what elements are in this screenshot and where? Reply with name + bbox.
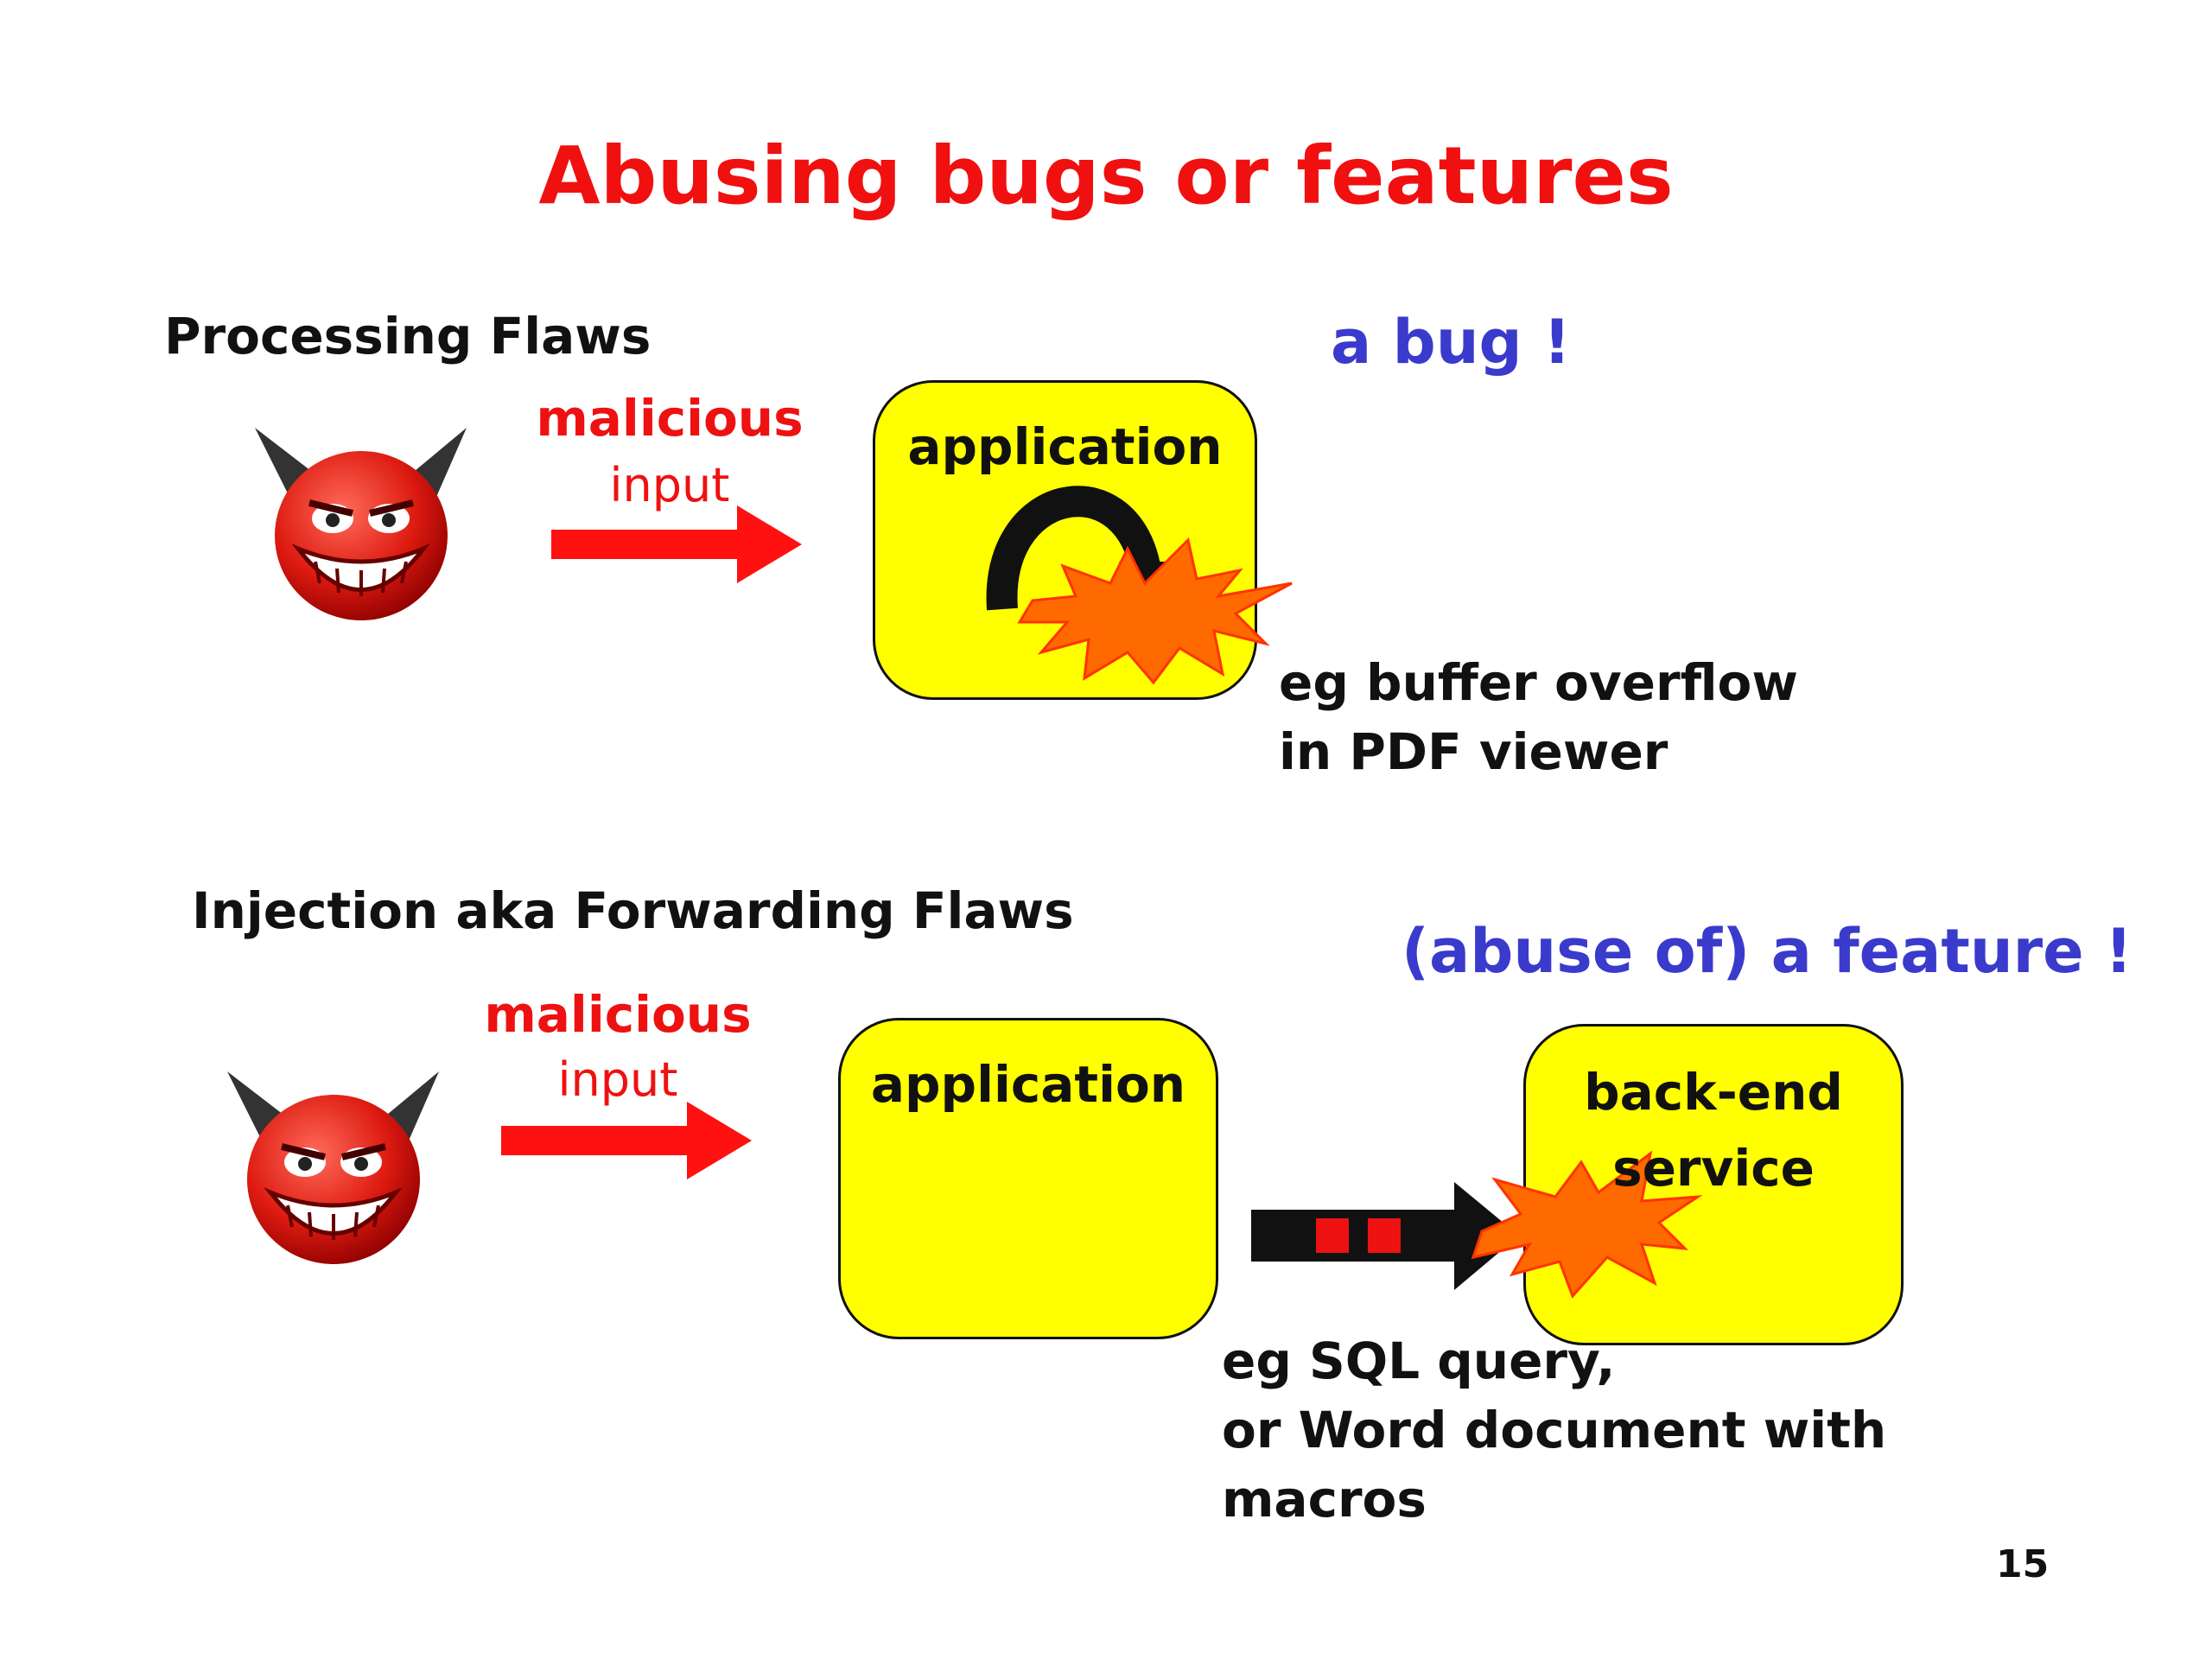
forwarded-payload-arrow [1251, 1182, 1519, 1290]
malicious-input-arrow [551, 505, 802, 583]
feature-note: (abuse of) a feature ! [1402, 916, 2133, 987]
example-line: in PDF viewer [1279, 722, 1669, 781]
malicious-label: malicious [536, 389, 804, 448]
example-line: eg SQL query, [1222, 1332, 1616, 1390]
example-line: eg buffer overflow [1279, 653, 1798, 712]
application-box: application [838, 1018, 1218, 1339]
slide-title: Abusing bugs or features [538, 130, 1674, 222]
explosion-burst-icon [1017, 537, 1293, 685]
devil-face-icon [255, 428, 467, 620]
backend-service-box: back-end [1523, 1024, 1904, 1345]
processing-flaws-heading: Processing Flaws [164, 307, 652, 365]
explosion-burst-icon [1471, 1150, 1703, 1299]
backend-label-line2: service [1612, 1139, 1815, 1198]
page-number: 15 [1996, 1542, 2050, 1586]
bug-note: a bug ! [1331, 307, 1571, 378]
devil-face-icon [227, 1071, 439, 1264]
backend-label-line1: back-end [1584, 1063, 1843, 1122]
input-label: input [609, 458, 730, 512]
input-label: input [557, 1052, 678, 1107]
application-label: application [870, 1055, 1186, 1114]
application-label: application [907, 417, 1223, 476]
malicious-label: malicious [484, 985, 752, 1044]
example-line: macros [1222, 1470, 1427, 1529]
buffer-overflow-example: eg buffer overflow in PDF viewer [1279, 648, 1798, 786]
sql-query-example: eg SQL query, or Word document with macr… [1222, 1326, 1886, 1534]
example-line: or Word document with [1222, 1401, 1887, 1459]
injection-flaws-heading: Injection aka Forwarding Flaws [192, 881, 1074, 940]
malicious-input-arrow [501, 1102, 752, 1179]
